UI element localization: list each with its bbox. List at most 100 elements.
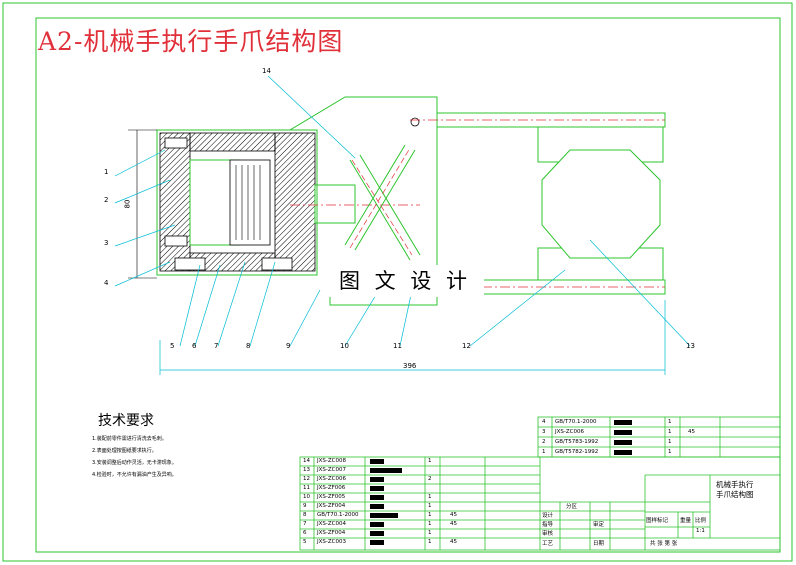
bom-cell-code: JXS-ZC004 [317,521,346,527]
tb-zone: 分区 [566,504,578,510]
callout-14: 14 [262,67,271,75]
bom-cell-qty: 1 [668,419,672,425]
bom-cell-mat: 45 [688,429,695,435]
redacted-block [370,522,384,527]
bom-cell-code: JXS-ZF006 [317,485,346,491]
bom-table-upper [537,416,781,458]
bom-table-lower [299,456,781,551]
tech-note: 1.装配前零件需进行清洗去毛刺。 [92,436,167,442]
callout-4: 4 [104,279,109,287]
redacted-block [614,430,632,435]
bom-cell-qty: 1 [668,439,672,445]
gripper-fingers [410,112,666,295]
tech-requirements-title: 技术要求 [98,413,154,429]
bom-cell-no: 7 [303,521,307,527]
redacted-block [370,540,384,545]
tb-design: 设计 [542,513,554,519]
redacted-block [370,459,384,464]
redacted-block [370,486,384,491]
callout-3: 3 [104,239,109,247]
callout-2: 2 [104,196,109,204]
tb-scale: 比例 [695,518,707,524]
bom-cell-no: 2 [542,439,546,445]
redacted-block [370,468,402,473]
bom-cell-no: 13 [303,467,310,473]
redacted-block [614,440,632,445]
bom-cell-qty: 1 [428,494,432,500]
drawing-title: A2-机械手执行手爪结构图 [38,27,344,56]
bom-cell-mat: 45 [450,539,457,545]
tb-sheets: 共 张 第 张 [650,541,678,547]
bom-cell-qty: 1 [428,521,432,527]
drawing-name-2: 手爪结构图 [716,490,754,499]
bom-cell-no: 4 [542,419,546,425]
bom-cell-no: 3 [542,429,546,435]
bom-cell-qty: 2 [428,476,432,482]
tb-check: 指导 [542,522,554,528]
tb-approve: 审定 [593,522,605,528]
cylinder-assembly [128,129,318,279]
bom-cell-qty: 1 [428,530,432,536]
bom-cell-code: JXS-ZC003 [317,539,346,545]
redacted-block [370,504,384,509]
bom-cell-mat: 45 [450,521,457,527]
bom-cell-code: JXS-ZF005 [317,494,346,500]
leader-lines [114,75,691,375]
bom-cell-code: JXS-ZC006 [317,476,346,482]
bom-cell-no: 14 [303,458,310,464]
bom-cell-code: JXS-ZF004 [317,530,346,536]
bom-cell-qty: 1 [668,429,672,435]
bom-cell-code: JXS-ZF004 [317,503,346,509]
tech-note: 3.安装调整后动作灵活，无卡滞现象。 [92,460,177,466]
bom-cell-code: GB/T70.1-2000 [555,419,597,425]
callout-8: 8 [246,342,251,350]
bom-cell-code: GB/T5783-1992 [555,439,599,445]
callout-9: 9 [286,342,291,350]
bom-cell-code: GB/T5782-1992 [555,449,599,455]
redacted-block [370,495,384,500]
callout-11: 11 [393,342,402,350]
bom-cell-mat: 45 [450,512,457,518]
drawing-name-1: 机械手执行 [716,480,754,489]
dimension-length: 396 [403,362,417,370]
bom-cell-no: 9 [303,503,307,509]
bom-cell-no: 12 [303,476,310,482]
callout-1: 1 [104,168,109,176]
bom-cell-no: 5 [303,539,307,545]
callout-12: 12 [462,342,471,350]
bom-cell-code: JXS-ZC007 [317,467,346,473]
callout-5: 5 [170,342,175,350]
tech-note: 4.检验时，不允许有漏油产生及异响。 [92,472,177,478]
callout-13: 13 [686,342,695,350]
bom-cell-no: 1 [542,449,546,455]
bom-cell-no: 10 [303,494,310,500]
tb-scale-value: 1:1 [696,528,705,534]
tb-process: 工艺 [542,541,554,547]
dimension-height: 80 [123,199,132,209]
redacted-block [370,513,398,518]
bom-cell-qty: 1 [428,539,432,545]
inner-frame [35,17,781,553]
tb-date: 日期 [593,541,605,547]
redacted-block [614,450,632,455]
tech-note: 2.表面处理按图纸要求执行。 [92,448,157,454]
tb-weight: 重量 [680,518,692,524]
piston-rod [290,184,420,224]
bom-cell-qty: 1 [428,512,432,518]
bom-cell-code: GB/T70.1-2000 [317,512,359,518]
callout-7: 7 [214,342,219,350]
bom-cell-no: 6 [303,530,307,536]
bom-cell-qty: 1 [668,449,672,455]
bom-cell-no: 11 [303,485,310,491]
linkage-housing [289,96,438,306]
redacted-block [370,531,384,536]
redacted-block [614,420,632,425]
bom-cell-qty: 1 [428,503,432,509]
callout-6: 6 [192,342,197,350]
tb-stage: 图样标记 [646,518,669,524]
bom-cell-code: JXS-ZC008 [317,458,346,464]
bom-cell-qty: 1 [428,458,432,464]
bom-cell-code: JXS-ZC006 [555,429,584,435]
